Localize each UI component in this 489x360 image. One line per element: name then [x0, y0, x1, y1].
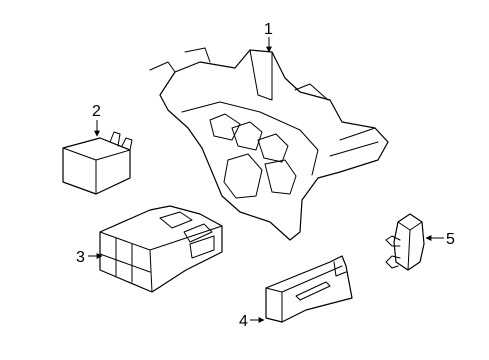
- junction-box-part-1: [149, 47, 389, 241]
- connector-block-part-3: [99, 205, 223, 293]
- callout-1: 1: [264, 21, 273, 53]
- callout-label-5: 5: [446, 231, 455, 248]
- fuse-part-5: [385, 213, 425, 271]
- callout-label-2: 2: [92, 103, 101, 120]
- callout-4: 4: [239, 313, 265, 330]
- callout-5: 5: [425, 231, 455, 248]
- callout-3: 3: [76, 249, 103, 266]
- callout-label-3: 3: [76, 249, 85, 266]
- holder-part-4: [265, 255, 353, 323]
- callout-label-4: 4: [239, 313, 248, 330]
- callout-2: 2: [92, 103, 101, 137]
- callout-label-1: 1: [264, 21, 273, 38]
- relay-part-2: [62, 131, 133, 195]
